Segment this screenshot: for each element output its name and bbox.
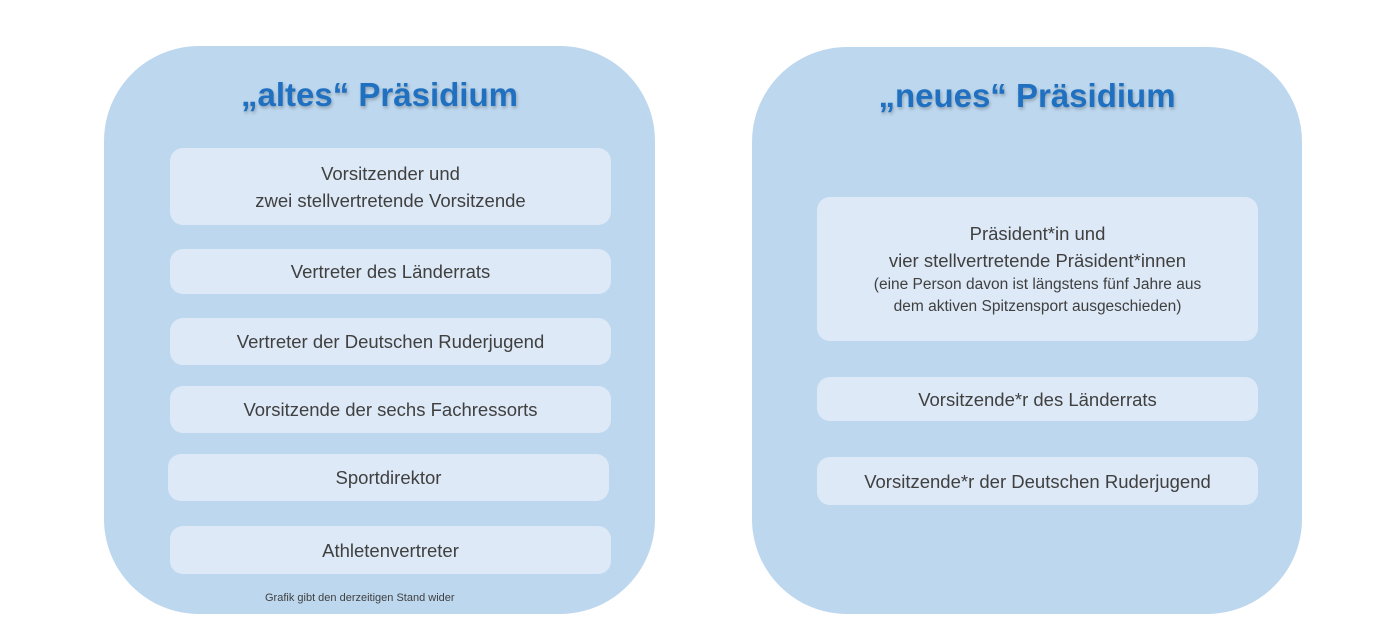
old-fachressorts-box: Vorsitzende der sechs Fachressorts [170,386,611,433]
old-sportdirektor-box: Sportdirektor [168,454,609,501]
old-ruderjugend-box: Vertreter der Deutschen Ruderjugend [170,318,611,365]
box-text: Sportdirektor [335,467,442,488]
footnote: Grafik gibt den derzeitigen Stand wider [265,592,455,604]
box-text: Vorsitzende*r der Deutschen Ruderjugend [864,470,1211,492]
old-presidium-title: „altes“ Präsidium [241,76,518,113]
box-text: zwei stellvertretende Vorsitzende [255,189,526,211]
old-athleten-box: Athletenvertreter [170,526,611,574]
box-subtext: (eine Person davon ist längstens fünf Ja… [873,276,1202,293]
box-text: Vertreter der Deutschen Ruderjugend [236,331,545,352]
box-text: vier stellvertretende Präsident*innen [888,250,1187,271]
box-text: Präsident*in und [969,223,1106,244]
old-laenderrat-box: Vertreter des Länderrats [170,249,611,294]
box-text: Vorsitzende der sechs Fachressorts [243,399,538,420]
new-presidium-title: „neues“ Präsidium [878,77,1176,114]
box-subtext: dem aktiven Spitzensport ausgeschieden) [893,298,1182,315]
box-text: Vertreter des Länderrats [290,261,491,282]
old-chair-box: Vorsitzender und zwei stellvertretende V… [170,148,611,225]
new-president-box: Präsident*in und vier stellvertretende P… [817,197,1258,341]
new-laenderrat-box: Vorsitzende*r des Länderrats [817,377,1258,421]
box-text: Vorsitzende*r des Länderrats [918,388,1157,410]
box-text: Vorsitzender und [321,162,460,184]
box-text: Athletenvertreter [322,539,459,561]
new-ruderjugend-box: Vorsitzende*r der Deutschen Ruderjugend [817,457,1258,505]
